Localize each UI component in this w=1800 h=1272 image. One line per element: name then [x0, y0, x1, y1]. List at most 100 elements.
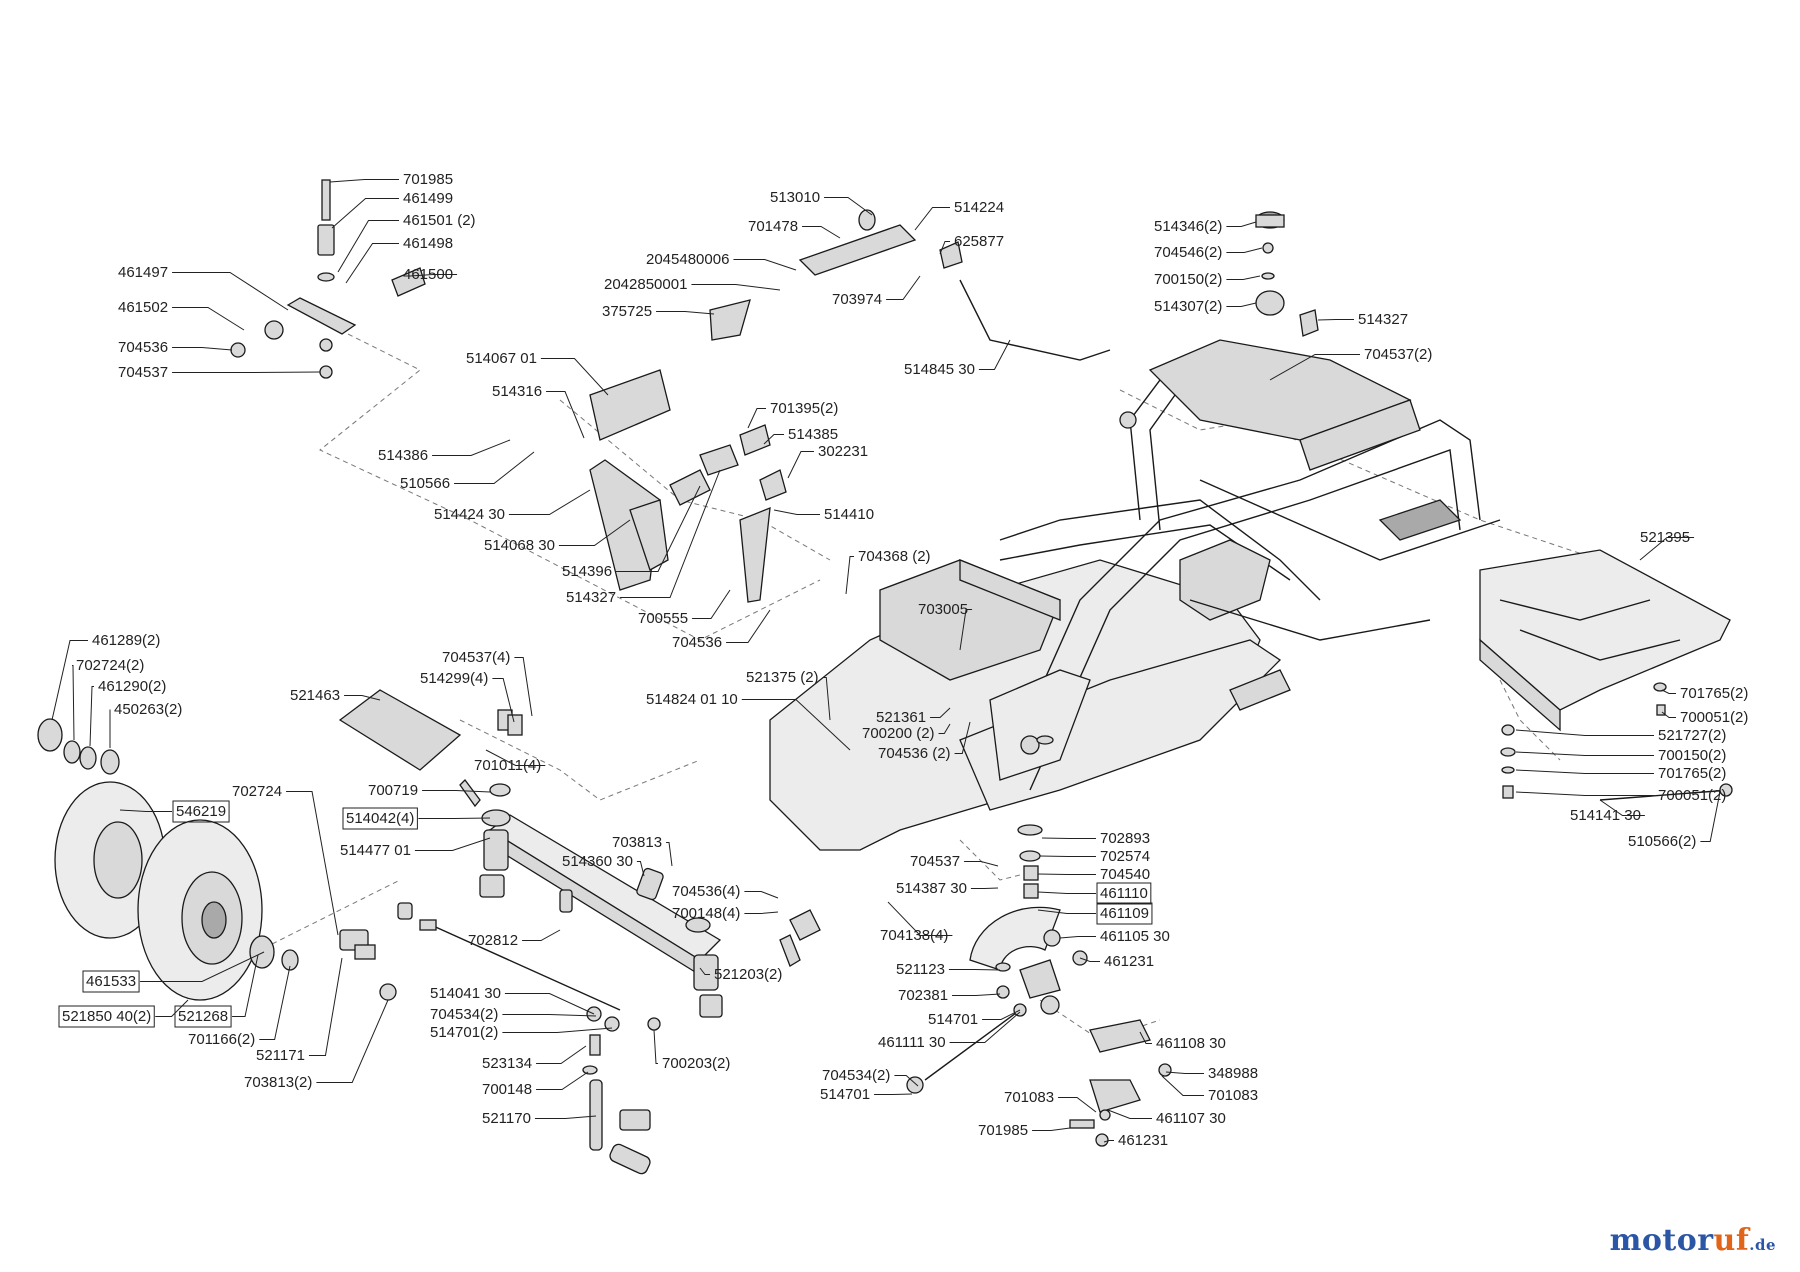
leader-line — [140, 951, 265, 982]
leader-line — [948, 969, 1001, 971]
part-number: 521203(2) — [714, 966, 782, 983]
part-label-461500: 461500 — [403, 266, 458, 283]
part-label-514068-30: 514068 30 — [484, 519, 631, 554]
part-number: 514424 30 — [434, 506, 505, 523]
part-label-700148-b: 700148 — [482, 1071, 589, 1098]
part-label-703005: 703005 — [918, 601, 973, 651]
part-label-461107-30: 461107 30 — [1107, 1109, 1226, 1127]
part-number: 704138(4) — [880, 927, 948, 944]
part-number: 700051(2) — [1658, 787, 1726, 804]
part-label-514845-30: 514845 30 — [904, 339, 1011, 378]
part-number: 700051(2) — [1680, 709, 1748, 726]
part-number: 701083 — [1004, 1089, 1054, 1106]
part-label-514410: 514410 — [773, 506, 874, 523]
leader-line — [733, 259, 797, 271]
part-number: 704536 (2) — [878, 745, 951, 762]
leader-line — [329, 179, 399, 183]
leader-line — [1103, 1140, 1114, 1143]
part-label-461497: 461497 — [118, 264, 289, 311]
leader-line — [787, 451, 814, 479]
part-label-704536-b: 704536 — [672, 609, 771, 651]
part-number: 461289(2) — [92, 632, 160, 649]
part-number: 704540 — [1100, 866, 1150, 883]
leader-line — [502, 1014, 597, 1017]
leader-line — [172, 272, 289, 311]
leader-line — [930, 707, 951, 718]
part-label-521203: 521203(2) — [699, 966, 782, 983]
label-box — [172, 800, 230, 823]
part-number: 701083 — [1208, 1087, 1258, 1104]
part-label-701478: 701478 — [748, 218, 841, 239]
leader-line — [514, 657, 533, 717]
chassis-frame — [769, 339, 1501, 851]
leader-line — [232, 954, 259, 1017]
part-label-703974: 703974 — [832, 275, 921, 308]
part-label-704534-b: 704534(2) — [822, 1067, 919, 1087]
part-number: 514396 — [562, 563, 612, 580]
leader-line — [508, 489, 591, 515]
leader-line — [978, 339, 1011, 370]
part-number: 625877 — [954, 233, 1004, 250]
leader-line — [51, 640, 88, 721]
leader-line — [345, 243, 399, 284]
leader-line — [1269, 354, 1360, 381]
part-number: 514701 — [820, 1086, 870, 1103]
part-label-461289: 461289(2) — [51, 632, 160, 721]
part-number: 514845 30 — [904, 361, 975, 378]
part-number: 450263(2) — [114, 701, 182, 718]
part-number: 461110 — [1100, 885, 1148, 902]
part-number: 700148 — [482, 1081, 532, 1098]
leader-line — [331, 198, 399, 229]
part-label-704536-c: 704536 (2) — [878, 721, 971, 762]
part-label-704540: 704540 — [1037, 866, 1150, 883]
part-number: 704536 — [672, 634, 722, 651]
part-number: 510566(2) — [1628, 833, 1696, 850]
part-label-521361: 521361 — [876, 707, 951, 726]
leader-line — [119, 809, 172, 812]
leader-line — [653, 1029, 658, 1064]
part-label-514701-a: 514701 — [928, 1009, 1021, 1028]
leader-line — [726, 609, 771, 643]
leader-line — [1107, 1109, 1152, 1119]
part-label-521268: 521268 — [174, 954, 259, 1028]
leader-line — [636, 861, 645, 877]
part-label-704368: 704368 (2) — [845, 548, 931, 595]
part-label-703813-a: 703813 — [612, 834, 673, 867]
part-number: 514386 — [378, 447, 428, 464]
leader-line — [763, 434, 784, 445]
part-number: 514041 30 — [430, 985, 501, 1002]
part-label-702893: 702893 — [1041, 830, 1150, 847]
leader-line — [1226, 221, 1257, 227]
leader-line — [887, 901, 953, 936]
part-label-704536-d: 704536(4) — [672, 883, 779, 900]
part-label-700148-a: 700148(4) — [672, 905, 779, 922]
leader-line — [938, 723, 951, 734]
part-number: 704537 — [910, 853, 960, 870]
part-label-461109: 461109 — [1037, 902, 1153, 925]
part-number: 461498 — [403, 235, 453, 252]
leader-line — [308, 957, 343, 1056]
part-label-461231-b: 461231 — [1103, 1132, 1168, 1149]
leader-line — [666, 842, 673, 867]
brand-name-part2: uf — [1713, 1223, 1750, 1258]
part-number: 514224 — [954, 199, 1004, 216]
part-number: 704368 (2) — [858, 548, 931, 565]
part-label-461533: 461533 — [82, 951, 265, 993]
part-label-2042850001: 2042850001 — [604, 276, 781, 293]
part-number: 461500 — [403, 266, 453, 283]
leader-line — [1032, 1127, 1071, 1131]
leader-line — [970, 887, 999, 889]
part-label-514386: 514386 — [378, 439, 511, 464]
part-number: 521463 — [290, 687, 340, 704]
leader-line — [485, 749, 546, 766]
leader-line — [540, 358, 609, 396]
part-number: 701765(2) — [1680, 685, 1748, 702]
part-number: 704537 — [118, 364, 168, 381]
leader-line — [337, 220, 399, 273]
part-number: 461502 — [118, 299, 168, 316]
leader-line — [172, 371, 321, 373]
part-label-461111-30: 461111 30 — [878, 1011, 1021, 1051]
leader-line — [1037, 909, 1096, 914]
part-number: 702574 — [1100, 848, 1150, 865]
leader-line — [1700, 791, 1721, 842]
